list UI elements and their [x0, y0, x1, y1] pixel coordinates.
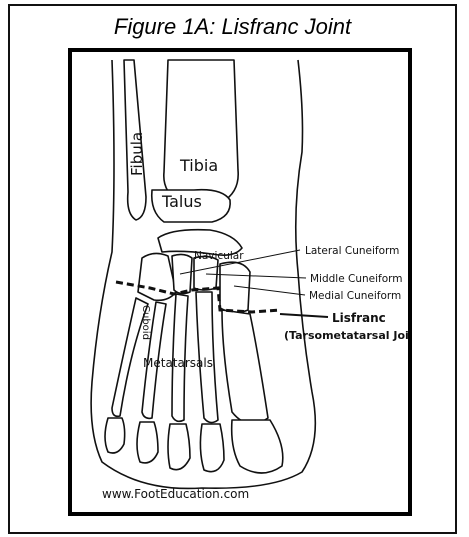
tibia-label: Tibia: [180, 158, 218, 174]
navicular-label: Navicular: [194, 251, 244, 262]
tibia-bone: [164, 60, 238, 202]
fibula-label: Fibula: [130, 132, 145, 176]
toe-4: [137, 422, 158, 463]
figure-title: Figure 1A: Lisfranc Joint: [10, 16, 455, 38]
talus-label: Talus: [162, 194, 202, 210]
metatarsal-1: [222, 310, 268, 424]
cuboid-label: Cuboid: [140, 305, 150, 340]
toe-3: [168, 424, 190, 470]
toe-2: [200, 424, 224, 472]
medial-cuneiform-label: Medial Cuneiform: [309, 291, 401, 302]
illustration-frame: Tibia Fibula Talus Navicular Cuboid Late…: [68, 48, 412, 516]
figure-frame: Figure 1A: Lisfranc Joint: [8, 4, 457, 534]
lisfranc-leader: [280, 314, 328, 317]
middle-cuneiform-label: Middle Cuneiform: [310, 274, 403, 285]
toe-5: [105, 418, 125, 453]
toe-1: [232, 420, 283, 473]
metatarsals-label: Metatarsals: [143, 357, 213, 369]
lateral-cuneiform-label: Lateral Cuneiform: [305, 246, 399, 257]
tarsometatarsal-label: (Tarsometatarsal Joint): [284, 330, 412, 341]
lisfranc-label: Lisfranc: [332, 312, 386, 324]
website-credit: www.FootEducation.com: [102, 488, 249, 500]
